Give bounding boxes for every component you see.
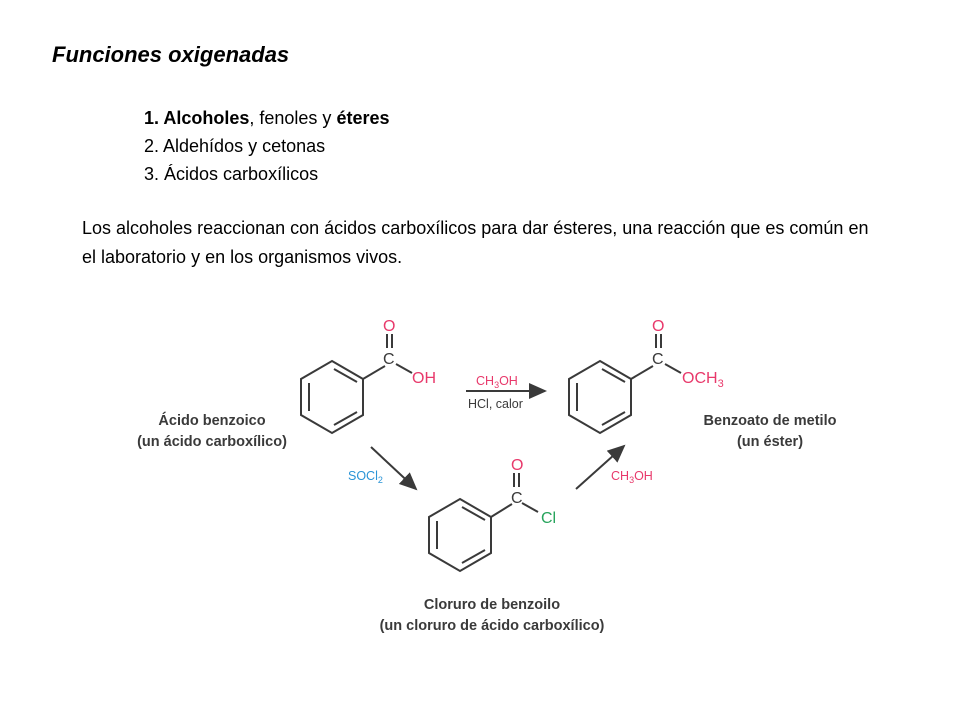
ring-double-bonds	[436, 506, 486, 564]
top-reaction-arrow: CH3OH HCl, calor	[466, 374, 547, 411]
methyl-benzoate-name: Benzoato de metilo	[704, 413, 837, 429]
topic-list: 1. Alcoholes, fenoles y éteres 2. Aldehí…	[144, 104, 389, 188]
list-item-fenoles: , fenoles y	[249, 108, 337, 128]
right-reaction-arrow: CH3OH	[575, 444, 653, 490]
ring-carbon-bond	[362, 365, 386, 380]
ester-bond	[664, 363, 682, 374]
page-title: Funciones oxigenadas	[52, 42, 290, 67]
chlorine-label: Cl	[541, 510, 556, 527]
benzoyl-chloride-class: (un cloruro de ácido carboxílico)	[380, 618, 605, 634]
list-item: 2. Aldehídos y cetonas	[144, 136, 326, 156]
left-reaction-arrow: SOCl2	[348, 446, 418, 491]
ring-double-bonds	[576, 368, 626, 426]
ring-carbon-bond	[490, 503, 513, 518]
benzoyl-chloride-name: Cloruro de benzoilo	[424, 597, 560, 613]
right-arrow-line	[575, 444, 626, 490]
top-arrow-conditions: HCl, calor	[468, 397, 523, 411]
methoxy-label: OCH3	[682, 370, 724, 390]
benzoic-acid-class: (un ácido carboxílico)	[137, 434, 287, 450]
list-item-alcoholes: Alcoholes	[163, 108, 250, 128]
intro-paragraph: Los alcoholes reaccionan con ácidos carb…	[82, 218, 869, 267]
list-item: 3. Ácidos carboxílicos	[144, 164, 319, 184]
methyl-benzoate-structure: O C OCH3	[568, 318, 724, 435]
list-item-eteres: éteres	[336, 108, 390, 128]
hydroxyl-label: OH	[412, 370, 436, 387]
oh-bond	[395, 363, 413, 374]
benzene-ring	[568, 359, 632, 435]
benzene-ring	[428, 497, 492, 573]
benzoyl-chloride-structure: O C Cl	[428, 457, 556, 573]
benzene-ring	[300, 359, 364, 435]
carbonyl-oxygen-label: O	[511, 457, 523, 474]
carbon-label: C	[383, 351, 395, 368]
right-arrow-reagent: CH3OH	[611, 469, 653, 485]
list-item: 1. Alcoholes, fenoles y éteres	[144, 104, 389, 132]
ring-carbon-bond	[630, 365, 654, 380]
left-arrow-line	[370, 446, 418, 491]
list-item-number: 1.	[144, 108, 164, 128]
carbonyl-oxygen-label: O	[383, 318, 395, 335]
c-cl-bond	[521, 502, 539, 513]
top-arrow-reagent: CH3OH	[476, 374, 518, 390]
ring-double-bonds	[308, 368, 358, 426]
benzoic-acid-name: Ácido benzoico	[158, 412, 265, 429]
left-arrow-reagent: SOCl2	[348, 469, 383, 485]
carbon-label: C	[652, 351, 664, 368]
methyl-benzoate-class: (un éster)	[737, 434, 803, 450]
carbonyl-oxygen-label: O	[652, 318, 664, 335]
benzoic-acid-structure: O C OH	[300, 318, 436, 435]
carbon-label: C	[511, 490, 523, 507]
